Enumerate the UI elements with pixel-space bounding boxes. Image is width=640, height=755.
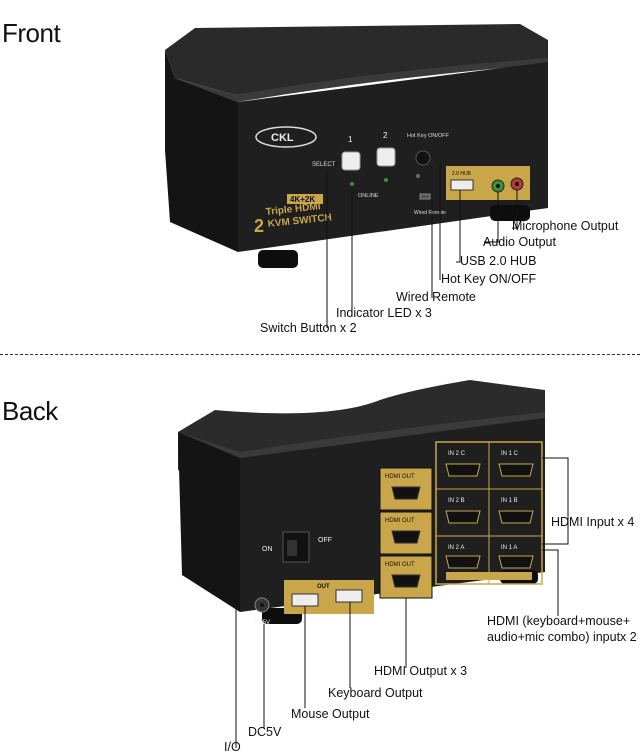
callout-hdmi-input: HDMI Input x 4 bbox=[551, 515, 635, 529]
hdmi-in-label-1b: IN 1 B bbox=[501, 498, 518, 504]
callout-audio-output: Audio Output bbox=[483, 235, 556, 249]
callout-usb-hub: USB 2.0 HUB bbox=[460, 254, 537, 268]
hdmi-in-port-1a bbox=[498, 555, 534, 569]
callout-io: I/O bbox=[224, 740, 241, 754]
hdmi-in-label-2b: IN 2 B bbox=[448, 498, 465, 504]
switch-button-1[interactable] bbox=[341, 151, 361, 171]
badge-4k2k-text: 4K+2K bbox=[290, 195, 315, 204]
hdmi-in-label-1c: IN 1 C bbox=[501, 451, 519, 457]
hdmi-out-label-2: HDMI OUT bbox=[385, 518, 415, 524]
hdmi-out-label-1: HDMI OUT bbox=[385, 474, 415, 480]
hdmi-in-label-2a: IN 2 A bbox=[448, 545, 464, 551]
ckl-logo-text: CKL bbox=[271, 132, 294, 144]
section-divider bbox=[0, 354, 640, 355]
indicator-led-3 bbox=[416, 174, 420, 178]
port-count-text: 2 bbox=[254, 216, 264, 236]
callout-mouse-output: Mouse Output bbox=[291, 707, 370, 721]
front-device: CKL 4K+2K 2 Triple HDMI KVM SWITCH SELEC… bbox=[165, 24, 548, 268]
button1-number: 1 bbox=[348, 135, 353, 144]
hdmi-out-port-3 bbox=[391, 574, 421, 588]
callout-wired-remote: Wired Remote bbox=[396, 290, 476, 304]
back-section-title: Back bbox=[2, 396, 58, 426]
hdmi-input-grid: IN 2 C IN 1 C IN 2 B IN 1 B IN 2 A IN 1 … bbox=[435, 441, 543, 585]
off-label: OFF bbox=[318, 537, 332, 544]
back-top-ridge bbox=[178, 412, 545, 460]
hdmi-in-port-2b bbox=[445, 510, 481, 524]
front-left-side bbox=[165, 50, 238, 252]
power-switch-rocker bbox=[287, 540, 297, 556]
combo-input-strip bbox=[446, 572, 532, 580]
usb-hub-label: 2.0 HUB bbox=[452, 171, 472, 177]
back-left-side bbox=[178, 432, 240, 612]
microphone-output-jack-hole bbox=[515, 182, 519, 186]
front-top-surface bbox=[165, 24, 548, 95]
leader-combo-input bbox=[542, 549, 559, 616]
callout-hotkey: Hot Key ON/OFF bbox=[441, 272, 537, 286]
front-section-title: Front bbox=[2, 18, 61, 48]
hdmi-out-label-3: HDMI OUT bbox=[385, 562, 415, 568]
dc-jack-pin bbox=[260, 603, 264, 607]
leader-hdmi-input-top bbox=[542, 457, 569, 500]
callout-dc5v: DC5V bbox=[248, 725, 282, 739]
indicator-led-2 bbox=[384, 178, 388, 182]
callout-keyboard-output: Keyboard Output bbox=[328, 686, 423, 700]
front-top-ridge bbox=[175, 58, 548, 102]
badge-4k2k bbox=[287, 194, 323, 204]
mouse-output-port bbox=[291, 593, 319, 607]
indicator-led-1 bbox=[350, 182, 354, 186]
usb-hub-port bbox=[450, 179, 474, 191]
hdmi-in-port-1b bbox=[498, 510, 534, 524]
hdmi-in-port-2c bbox=[445, 463, 481, 477]
leader-hdmi-input-bottom bbox=[542, 500, 569, 545]
out-label: OUT bbox=[317, 584, 330, 590]
hdmi-out-port-2 bbox=[391, 530, 421, 544]
front-callout-lines bbox=[326, 163, 518, 328]
back-callout-lines bbox=[235, 457, 569, 748]
audio-output-jack-hole bbox=[496, 184, 500, 188]
front-foot-right bbox=[490, 205, 530, 221]
leader-usb-hub bbox=[456, 190, 461, 263]
hdmi-in-port-1c bbox=[498, 463, 534, 477]
hdmi-out-port-1 bbox=[391, 486, 421, 500]
callout-combo-input-line2: audio+mic combo) inputx 2 bbox=[487, 630, 637, 644]
wired-remote-port bbox=[419, 193, 431, 200]
callout-switch-button: Switch Button x 2 bbox=[260, 321, 357, 335]
switch-button-2[interactable] bbox=[376, 147, 396, 167]
dc-label: DC5V bbox=[254, 620, 270, 626]
hotkey-label: Hot Key ON/OFF bbox=[407, 133, 450, 139]
select-label: SELECT bbox=[312, 162, 336, 168]
hdmi-in-label-2c: IN 2 C bbox=[448, 451, 466, 457]
button2-number: 2 bbox=[383, 131, 388, 140]
callout-microphone-output: Microphone Output bbox=[512, 219, 619, 233]
hotkey-button[interactable] bbox=[415, 150, 431, 166]
leader-audio bbox=[484, 192, 499, 243]
online-label: ONLINE bbox=[358, 193, 379, 199]
callout-hdmi-output: HDMI Output x 3 bbox=[374, 664, 468, 678]
hdmi-in-port-2a bbox=[445, 555, 481, 569]
ckl-logo-icon bbox=[255, 126, 317, 148]
callout-indicator-led: Indicator LED x 3 bbox=[336, 306, 432, 320]
hdmi-in-label-1a: IN 1 A bbox=[501, 545, 517, 551]
leader-microphone bbox=[512, 190, 518, 229]
hdmi-output-column: HDMI OUT HDMI OUT HDMI OUT bbox=[379, 467, 433, 599]
wired-remote-label: Wired Remote bbox=[414, 210, 446, 216]
back-device: ON OFF DC5V OUT HDMI OUT HDMI OUT HDMI O… bbox=[178, 380, 545, 626]
keyboard-output-port bbox=[335, 589, 363, 603]
on-label: ON bbox=[262, 546, 273, 553]
front-foot-left bbox=[258, 250, 298, 268]
callout-combo-input-line1: HDMI (keyboard+mouse+ bbox=[487, 614, 631, 628]
